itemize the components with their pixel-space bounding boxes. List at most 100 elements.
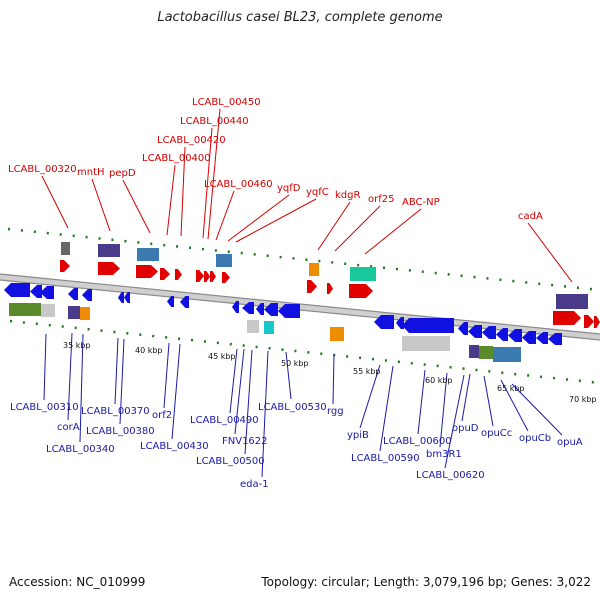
reverse-gene-arrow[interactable] xyxy=(396,317,404,329)
reverse-gene-arrow[interactable] xyxy=(124,292,130,303)
gene-label-lcabl-00310[interactable]: LCABL_00310 xyxy=(10,402,79,413)
reverse-gene-arrow[interactable] xyxy=(256,303,264,315)
gene-label-lcabl-00440[interactable]: LCABL_00440 xyxy=(180,116,249,127)
reverse-gene-arrow[interactable] xyxy=(82,289,92,301)
gene-label-rgg[interactable]: rgg xyxy=(327,406,344,417)
gene-label-lcabl-00600[interactable]: LCABL_00600 xyxy=(383,436,452,447)
gene-label-abc-np[interactable]: ABC-NP xyxy=(402,197,440,208)
reverse-gene-arrow[interactable] xyxy=(40,286,54,299)
gene-label-orf25[interactable]: orf25 xyxy=(368,194,394,205)
gene-label-lcabl-00370[interactable]: LCABL_00370 xyxy=(81,406,150,417)
gene-label-lcabl-00460[interactable]: LCABL_00460 xyxy=(204,179,273,190)
forward-gene-arrow[interactable] xyxy=(175,269,182,280)
forward-gene-arrow[interactable] xyxy=(553,311,581,325)
gene-label-lcabl-00500[interactable]: LCABL_00500 xyxy=(196,456,265,467)
feature-box[interactable] xyxy=(402,336,450,351)
gene-label-mnth[interactable]: mntH xyxy=(77,167,105,178)
gene-label-lcabl-00490[interactable]: LCABL_00490 xyxy=(190,415,259,426)
forward-gene-arrow[interactable] xyxy=(307,280,317,293)
reverse-gene-arrow[interactable] xyxy=(548,333,562,345)
reverse-gene-arrow[interactable] xyxy=(232,301,239,313)
reverse-gene-arrow[interactable] xyxy=(278,304,300,318)
reverse-gene-arrow[interactable] xyxy=(167,296,174,307)
reverse-gene-arrow[interactable] xyxy=(374,315,394,329)
feature-box[interactable] xyxy=(556,294,588,309)
gene-label-lcabl-00590[interactable]: LCABL_00590 xyxy=(351,453,420,464)
reverse-gene-arrow[interactable] xyxy=(536,332,548,344)
tick-label: 55 kbp xyxy=(353,367,381,376)
forward-gene-arrow[interactable] xyxy=(160,268,170,280)
gene-label-opua[interactable]: opuA xyxy=(557,437,583,448)
feature-box[interactable] xyxy=(330,327,344,341)
feature-box[interactable] xyxy=(9,303,41,316)
reverse-gene-arrow[interactable] xyxy=(496,328,508,341)
leader-line xyxy=(417,369,426,435)
reverse-gene-arrow[interactable] xyxy=(264,303,278,316)
feature-box[interactable] xyxy=(247,320,259,333)
forward-gene-arrow[interactable] xyxy=(196,270,204,282)
gene-label-fnv1622[interactable]: FNV1622 xyxy=(222,436,268,447)
gene-label-yqfc[interactable]: yqfC xyxy=(306,187,329,198)
feature-box[interactable] xyxy=(309,263,319,276)
reverse-gene-arrow[interactable] xyxy=(118,292,124,303)
gene-label-lcabl-00450[interactable]: LCABL_00450 xyxy=(192,97,261,108)
gene-label-lcabl-00380[interactable]: LCABL_00380 xyxy=(86,426,155,437)
feature-box[interactable] xyxy=(469,345,479,358)
reverse-gene-arrow[interactable] xyxy=(30,285,42,298)
forward-gene-arrow[interactable] xyxy=(136,265,158,278)
feature-box[interactable] xyxy=(61,242,70,255)
reverse-gene-arrow[interactable] xyxy=(180,296,189,308)
gene-label-lcabl-00400[interactable]: LCABL_00400 xyxy=(142,153,211,164)
forward-gene-arrow[interactable] xyxy=(327,283,333,294)
gene-label-pepd[interactable]: pepD xyxy=(109,168,136,179)
reverse-gene-arrow[interactable] xyxy=(522,331,536,344)
feature-box[interactable] xyxy=(350,267,376,281)
feature-box[interactable] xyxy=(80,307,90,320)
gene-label-ypib[interactable]: ypiB xyxy=(347,430,369,441)
feature-box[interactable] xyxy=(137,248,159,261)
feature-box[interactable] xyxy=(493,347,521,362)
gene-label-lcabl-00320[interactable]: LCABL_00320 xyxy=(8,164,77,175)
gene-label-lcabl-00620[interactable]: LCABL_00620 xyxy=(416,470,485,481)
feature-box[interactable] xyxy=(479,346,493,359)
gene-label-cada[interactable]: cadA xyxy=(518,211,543,222)
gene-label-orf2[interactable]: orf2 xyxy=(152,410,172,421)
feature-box[interactable] xyxy=(264,321,274,334)
gene-label-kdgr[interactable]: kdgR xyxy=(335,190,360,201)
forward-gene-arrow[interactable] xyxy=(210,271,216,282)
feature-box[interactable] xyxy=(68,306,80,319)
feature-box[interactable] xyxy=(98,244,120,257)
forward-gene-arrow[interactable] xyxy=(60,260,70,272)
gene-label-opucb[interactable]: opuCb xyxy=(519,433,551,444)
forward-gene-arrow[interactable] xyxy=(222,272,230,283)
gene-label-eda-1[interactable]: eda-1 xyxy=(240,479,269,490)
gene-label-opud[interactable]: opuD xyxy=(452,423,479,434)
gene-label-lcabl-00340[interactable]: LCABL_00340 xyxy=(46,444,115,455)
gene-label-yqfd[interactable]: yqfD xyxy=(277,183,301,194)
forward-gene-arrow[interactable] xyxy=(204,271,210,282)
reverse-gene-arrow[interactable] xyxy=(508,329,522,342)
leader-line xyxy=(41,175,69,229)
gene-label-opucc[interactable]: opuCc xyxy=(481,428,512,439)
reverse-gene-arrow[interactable] xyxy=(402,318,454,333)
reverse-gene-arrow[interactable] xyxy=(4,283,30,297)
leader-line xyxy=(334,205,381,252)
gene-label-lcabl-00420[interactable]: LCABL_00420 xyxy=(157,135,226,146)
reverse-gene-arrow[interactable] xyxy=(68,288,78,300)
forward-gene-arrow[interactable] xyxy=(349,284,373,298)
leader-line xyxy=(444,374,465,469)
feature-box[interactable] xyxy=(216,254,232,267)
reverse-gene-arrow[interactable] xyxy=(482,326,496,339)
gene-label-lcabl-00530[interactable]: LCABL_00530 xyxy=(258,402,327,413)
gene-label-lcabl-00430[interactable]: LCABL_00430 xyxy=(140,441,209,452)
forward-gene-arrow[interactable] xyxy=(594,316,600,328)
forward-gene-arrow[interactable] xyxy=(584,315,594,328)
reverse-gene-arrow[interactable] xyxy=(458,322,468,335)
gene-label-bm3r1[interactable]: bm3R1 xyxy=(426,449,462,460)
forward-gene-arrow[interactable] xyxy=(98,262,120,275)
gene-label-cora[interactable]: corA xyxy=(57,422,80,433)
forward-genes xyxy=(60,260,600,328)
reverse-gene-arrow[interactable] xyxy=(468,325,482,338)
feature-box[interactable] xyxy=(41,304,55,317)
reverse-gene-arrow[interactable] xyxy=(242,302,254,314)
